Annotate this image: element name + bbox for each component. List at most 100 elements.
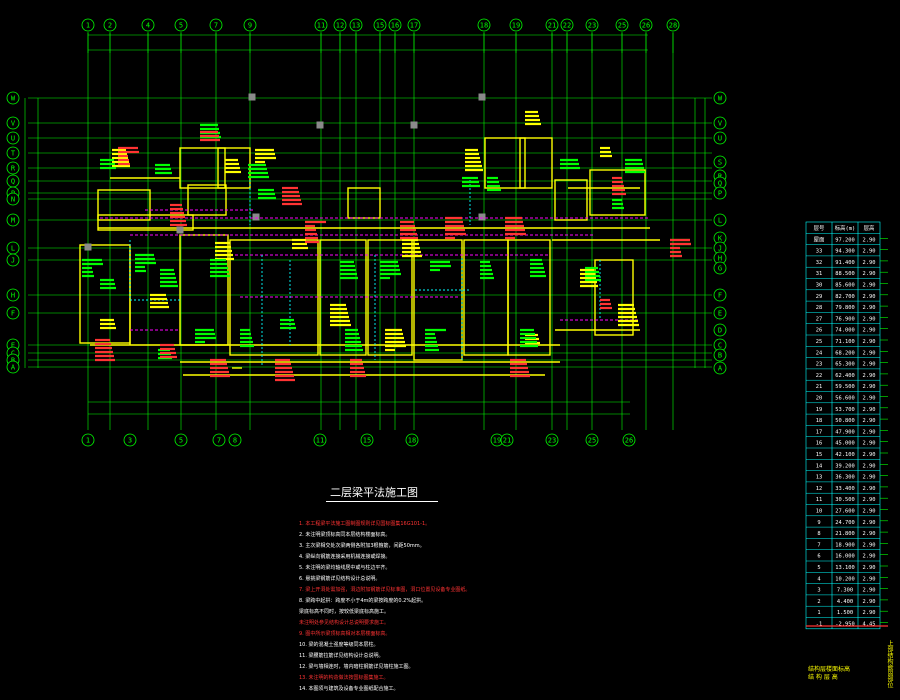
table-cell-floor: 32 (816, 260, 823, 266)
note-item: 5. 未注明的梁均轴线居中或与柱边平齐。 (299, 565, 391, 571)
axis-bubble-left (6, 288, 20, 302)
axis-bubble-bottom (622, 433, 636, 447)
table-cell-floor: 12 (816, 486, 823, 492)
axis-bubble-top (639, 18, 653, 32)
axis-bubble-top-label: 12 (336, 22, 344, 30)
axis-bubble-right-label: E (718, 310, 722, 318)
column-marker (316, 121, 324, 129)
table-cell-floor: 3 (817, 588, 820, 594)
embedment-label: 上部结构嵌固部位 (886, 640, 893, 688)
axis-bubble-right (713, 323, 727, 337)
axis-bubble-right (713, 186, 727, 200)
table-cell-elevation: 39.200 (835, 463, 854, 469)
column-marker (410, 121, 418, 129)
beam-lines (100, 180, 650, 365)
table-cell-floor: 11 (816, 497, 823, 503)
table-cell-height: 2.90 (863, 237, 876, 243)
axis-bubble-left-label: B (11, 357, 15, 365)
axis-bubble-top-label: 4 (146, 22, 150, 30)
axis-bubble-left (6, 306, 20, 320)
axis-bubble-bottom-label: 26 (625, 437, 633, 445)
axis-bubble-right (713, 361, 727, 375)
table-cell-floor: 4 (817, 576, 820, 582)
axis-bubble-bottom (174, 433, 188, 447)
table-cell-floor: 29 (816, 294, 823, 300)
axis-bubble-bottom-label: 8 (233, 437, 237, 445)
axis-bubble-right-label: K (718, 235, 723, 243)
axis-bubble-bottom (123, 433, 137, 447)
note-item: 10. 梁的混凝土强度等级同本层柱。 (299, 642, 379, 648)
axis-bubble-left-label: C (11, 350, 15, 358)
table-cell-height: 2.90 (863, 542, 876, 548)
note-item: 9. 图中所示梁顶标高相对本层楼面标高。 (299, 631, 391, 637)
table-cell-height: 2.90 (863, 407, 876, 413)
table-cell-floor: 2 (817, 599, 820, 605)
axis-bubble-top (615, 18, 629, 32)
note-item: 13. 未注明的构造做法按国标图集施工。 (299, 675, 389, 681)
axis-bubble-left-label: R (11, 165, 16, 173)
note-item: 12. 梁与墙相连时，墙内暗柱钢筋详见墙柱施工图。 (299, 664, 414, 670)
axis-bubble-right-label: V (718, 120, 723, 128)
wall-outline (229, 239, 319, 356)
axis-bubble-top (407, 18, 421, 32)
axis-bubble-top-label: 21 (548, 22, 556, 30)
note-item: 1. 本工程梁平法施工图制图规则详见国标图集16G101-1。 (299, 521, 431, 527)
table-cell-elevation: 76.900 (835, 316, 854, 322)
table-cell-height: 2.90 (863, 565, 876, 571)
table-cell-elevation: 71.100 (835, 339, 854, 345)
axis-bubble-left (6, 116, 20, 130)
table-cell-elevation: 56.600 (835, 396, 854, 402)
table-cell-height: 2.90 (863, 396, 876, 402)
table-cell-height: 2.90 (863, 520, 876, 526)
table-cell-elevation: 7.300 (837, 588, 853, 594)
axis-bubble-top-label: 19 (512, 22, 520, 30)
axis-bubble-bottom-label: 1 (86, 437, 90, 445)
table-cell-height: 2.90 (863, 509, 876, 515)
table-cell-elevation: 85.600 (835, 283, 854, 289)
table-cell-height: 2.90 (863, 249, 876, 255)
table-cell-floor: 22 (816, 373, 823, 379)
axis-bubble-left-label: J (11, 257, 15, 265)
wall-outline (187, 184, 227, 216)
table-cell-elevation: 91.400 (835, 260, 854, 266)
axis-bubble-left-label: N (11, 196, 15, 204)
axis-bubble-top (314, 18, 328, 32)
axis-bubble-bottom-label: 7 (217, 437, 221, 445)
axis-bubble-top (388, 18, 402, 32)
table-cell-floor: 20 (816, 396, 823, 402)
table-cell-elevation: 94.300 (835, 249, 854, 255)
table-cell-elevation: 1.500 (837, 610, 853, 616)
table-cell-floor: 17 (816, 429, 823, 435)
axis-bubble-bottom-label: 19 (493, 437, 501, 445)
table-cell-height: 2.90 (863, 260, 876, 266)
table-cell-elevation: -2.950 (835, 622, 854, 628)
axis-bubble-top-label: 28 (669, 22, 677, 30)
table-cell-height: 2.90 (863, 305, 876, 311)
table-cell-height: 2.90 (863, 588, 876, 594)
axis-bubble-left (6, 91, 20, 105)
table-header: 标高(m) (835, 224, 856, 232)
table-cell-elevation: 74.000 (835, 328, 854, 334)
beam-annotations (82, 110, 691, 382)
table-cell-floor: 1 (817, 610, 820, 616)
axis-bubble-right-label: F (718, 292, 722, 300)
wall-outline (589, 169, 646, 216)
table-cell-height: 2.90 (863, 350, 876, 356)
axis-bubble-left-label: M (11, 217, 15, 225)
table-cell-elevation: 59.500 (835, 384, 854, 390)
table-cell-height: 2.90 (863, 475, 876, 481)
axis-bubble-right-label: P (718, 190, 722, 198)
table-cell-height: 2.90 (863, 418, 876, 424)
axis-bubble-bottom (228, 433, 242, 447)
axis-bubble-top (349, 18, 363, 32)
table-cell-height: 2.90 (863, 373, 876, 379)
wall-outline (97, 189, 151, 221)
table-cell-floor: 30 (816, 283, 823, 289)
column-marker (252, 213, 260, 221)
axis-bubble-right (713, 348, 727, 362)
axis-bubble-bottom-label: 25 (588, 437, 596, 445)
axis-bubble-right-label: A (718, 365, 723, 373)
axis-bubble-right-label: C (718, 342, 722, 350)
table-cell-floor: 21 (816, 384, 823, 390)
